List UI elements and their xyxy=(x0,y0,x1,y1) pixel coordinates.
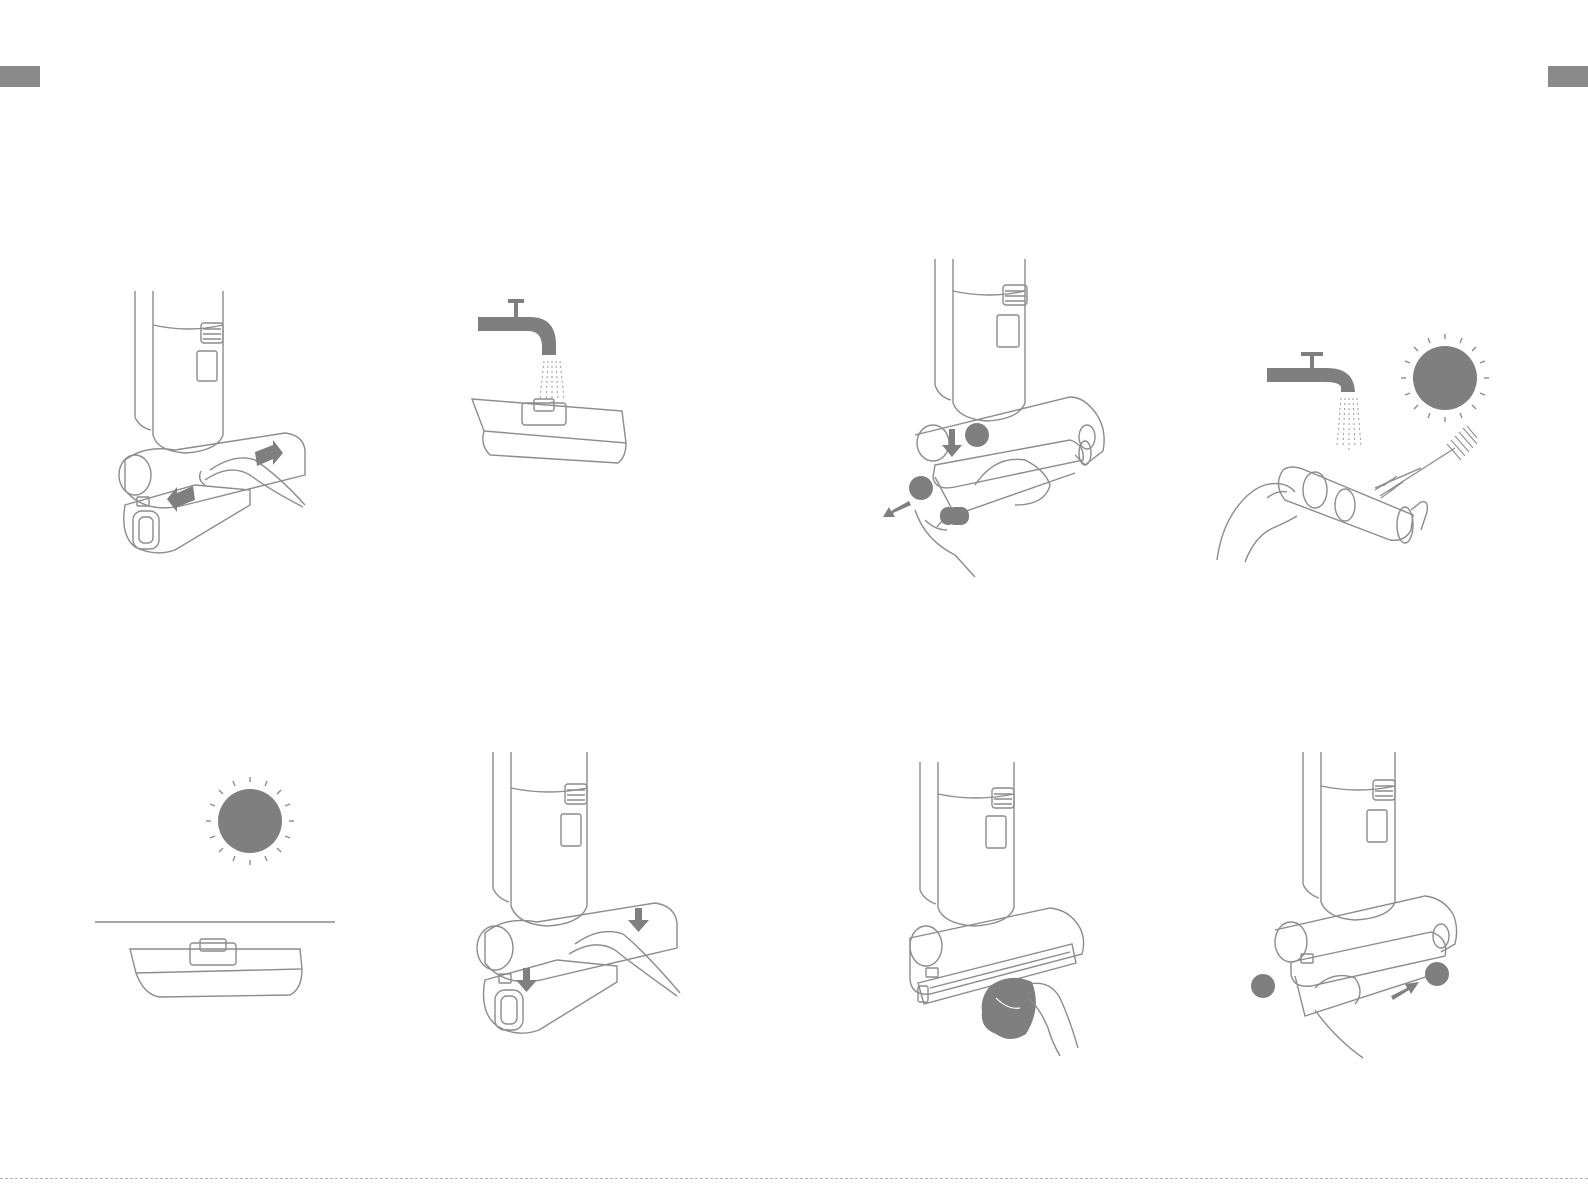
illustration-rinse-and-dry-roller xyxy=(1215,340,1500,565)
down-arrow-icon xyxy=(465,748,685,1053)
hand-icon xyxy=(900,758,1090,1058)
water-tank-icon xyxy=(470,295,640,470)
press-arrow-icon xyxy=(105,285,315,565)
illustration-dry-water-tank xyxy=(90,775,340,1000)
illustration-rinse-water-tank xyxy=(470,295,640,470)
hand-icon xyxy=(1215,340,1500,565)
push-arrow-icon xyxy=(1245,748,1470,1068)
illustration-remove-roller xyxy=(875,255,1115,580)
illustration-remove-water-tank xyxy=(105,285,315,565)
page-tab-marker-right xyxy=(1548,66,1588,87)
illustration-reinstall-roller xyxy=(1245,748,1470,1068)
illustration-reinstall-water-tank xyxy=(465,748,685,1053)
water-tank-icon xyxy=(90,775,340,1000)
page-tab-marker-left xyxy=(0,66,40,87)
illustration-wipe-roller-cavity xyxy=(900,758,1090,1058)
page-bottom-dashed-rule xyxy=(0,1178,1588,1179)
pull-arrow-icon xyxy=(875,255,1115,580)
